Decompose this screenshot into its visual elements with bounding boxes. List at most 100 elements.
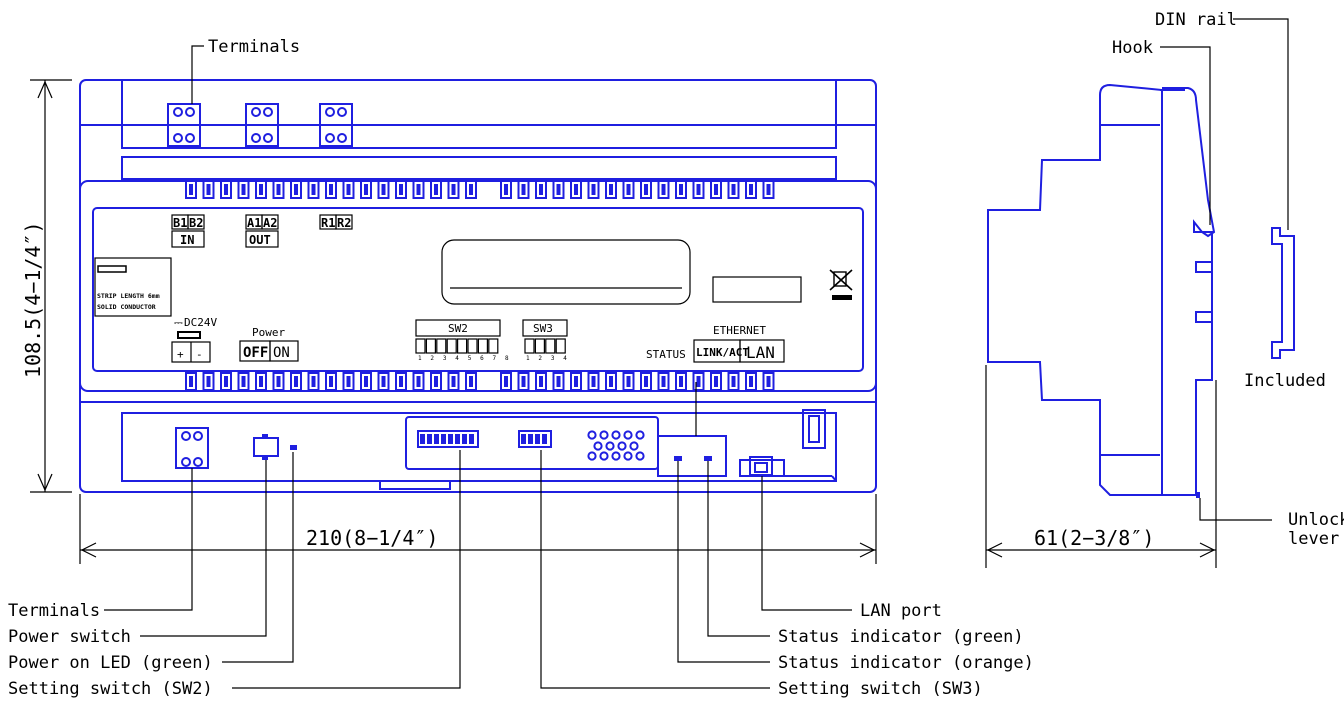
vent-slot-bottom-fill <box>189 376 193 387</box>
depth-dimension-text: 61(2−3/8″) <box>1034 526 1154 550</box>
vent-slot-bottom-fill <box>626 376 631 387</box>
vent-slot-top <box>430 180 442 199</box>
vent-slot-top <box>360 180 372 199</box>
dip-cell <box>524 338 535 354</box>
vent-slot-bottom-fill <box>364 376 368 387</box>
side-view <box>987 83 1295 498</box>
dip-cell <box>415 338 426 354</box>
vent-slot-top <box>727 180 740 199</box>
terminal-a1-text: A1 <box>247 216 261 230</box>
dc24v-text: DC24V <box>184 316 217 329</box>
solid-conductor-text: SOLID CONDUCTOR <box>97 303 156 311</box>
dip-cell <box>425 338 436 354</box>
vent-slot-top <box>622 180 635 199</box>
power-switch-label: Power OFF ON <box>239 326 299 362</box>
vent-slot-top <box>220 180 232 199</box>
lan-port-part <box>739 456 837 482</box>
sw2-text: SW2 <box>448 322 468 335</box>
vent-hole <box>611 430 621 440</box>
vent-slot-top-fill <box>591 184 596 195</box>
dip-part-frame <box>417 430 479 448</box>
dip-cell <box>477 338 488 354</box>
vent-slot-bottom-fill <box>381 376 386 387</box>
strip-length-text: STRIP LENGTH 6mm <box>97 292 160 300</box>
dip-part-switch <box>455 434 460 444</box>
sw3-panel: SW3 1 2 3 4 <box>522 319 568 362</box>
vent-slot-bottom <box>325 372 337 391</box>
vent-slot-bottom-fill <box>504 376 508 387</box>
vent-slot-bottom <box>307 372 320 391</box>
terminal-label-r: R1 R2 <box>319 214 353 230</box>
vent-slot-top-fill <box>644 184 648 195</box>
dip-part-switch <box>462 434 467 444</box>
vent-slot-bottom <box>185 372 197 391</box>
vent-slot-bottom <box>290 372 302 391</box>
sw2-part <box>417 430 479 448</box>
vent-slot-top-fill <box>626 184 631 195</box>
power-led-part <box>290 445 297 450</box>
dip-cell <box>534 338 546 354</box>
vent-slot-bottom <box>762 372 775 391</box>
vent-slot-bottom-fill <box>311 376 316 387</box>
vent-slot-bottom-fill <box>731 376 736 387</box>
vent-holes <box>587 430 645 461</box>
terminal-r1-text: R1 <box>321 216 335 230</box>
vent-hole <box>605 441 615 451</box>
vent-slot-top <box>237 180 250 199</box>
vent-slot-bottom <box>430 372 442 391</box>
vent-slot-top <box>675 180 687 199</box>
vent-slot-top-fill <box>276 184 281 195</box>
vent-slot-bottom <box>745 372 757 391</box>
status-led-orange-part <box>674 456 682 461</box>
terminal-b1-text: B1 <box>173 216 187 230</box>
vent-slot-top <box>710 180 722 199</box>
vent-slot-bottom <box>237 372 250 391</box>
sw3-part <box>518 430 552 448</box>
dip-part-switch <box>521 434 526 444</box>
terminal-label-a: A1 A2 OUT <box>245 214 279 248</box>
vent-slot-top <box>692 180 705 199</box>
vent-slot-top-fill <box>434 184 438 195</box>
power-off-text: OFF <box>243 345 268 361</box>
vent-hole <box>611 451 621 461</box>
vent-slot-bottom <box>377 372 390 391</box>
front-view: B1 B2 IN A1 A2 OUT R1 R2 STRIP LENGTH 6m… <box>79 79 877 493</box>
vent-slot-top <box>500 180 512 199</box>
terminal-r2-text: R2 <box>337 216 351 230</box>
vent-slot-bottom <box>465 372 477 391</box>
vent-hole <box>617 441 627 451</box>
vent-slot-top <box>307 180 320 199</box>
vent-slot-bottom-fill <box>696 376 701 387</box>
callout-status-green: Status indicator (green) <box>778 627 1024 647</box>
vent-slot-top <box>272 180 285 199</box>
vent-slot-top-fill <box>329 184 333 195</box>
vent-slot-top-fill <box>521 184 526 195</box>
link-act-text: LINK/ACT <box>696 346 749 359</box>
vent-slot-bottom <box>710 372 722 391</box>
dip-part-switch <box>420 434 425 444</box>
vent-slot-top-fill <box>346 184 351 195</box>
vent-slot-bottom <box>395 372 407 391</box>
vent-slot-top-fill <box>399 184 403 195</box>
vent-slot-top <box>745 180 757 199</box>
vent-slot-bottom-fill <box>749 376 753 387</box>
vent-slot-bottom <box>675 372 687 391</box>
vent-slot-top-fill <box>749 184 753 195</box>
vent-hole <box>587 451 597 461</box>
callout-included: Included <box>1244 371 1326 391</box>
terminal-b2-text: B2 <box>189 216 203 230</box>
vent-slot-top <box>290 180 302 199</box>
vent-slot-top-fill <box>696 184 701 195</box>
bottom-terminal-block <box>175 427 209 469</box>
vent-slot-bottom <box>255 372 267 391</box>
vent-hole <box>635 451 645 461</box>
vent-slot-top <box>412 180 425 199</box>
terminal-a2-text: A2 <box>263 216 277 230</box>
dip-cell <box>457 338 468 354</box>
vent-slot-top-fill <box>206 184 211 195</box>
vent-slot-bottom <box>202 372 215 391</box>
vent-slot-bottom <box>640 372 652 391</box>
vent-slot-bottom <box>342 372 355 391</box>
callout-sw3: Setting switch (SW3) <box>778 679 983 699</box>
status-led-green-part <box>704 456 712 461</box>
